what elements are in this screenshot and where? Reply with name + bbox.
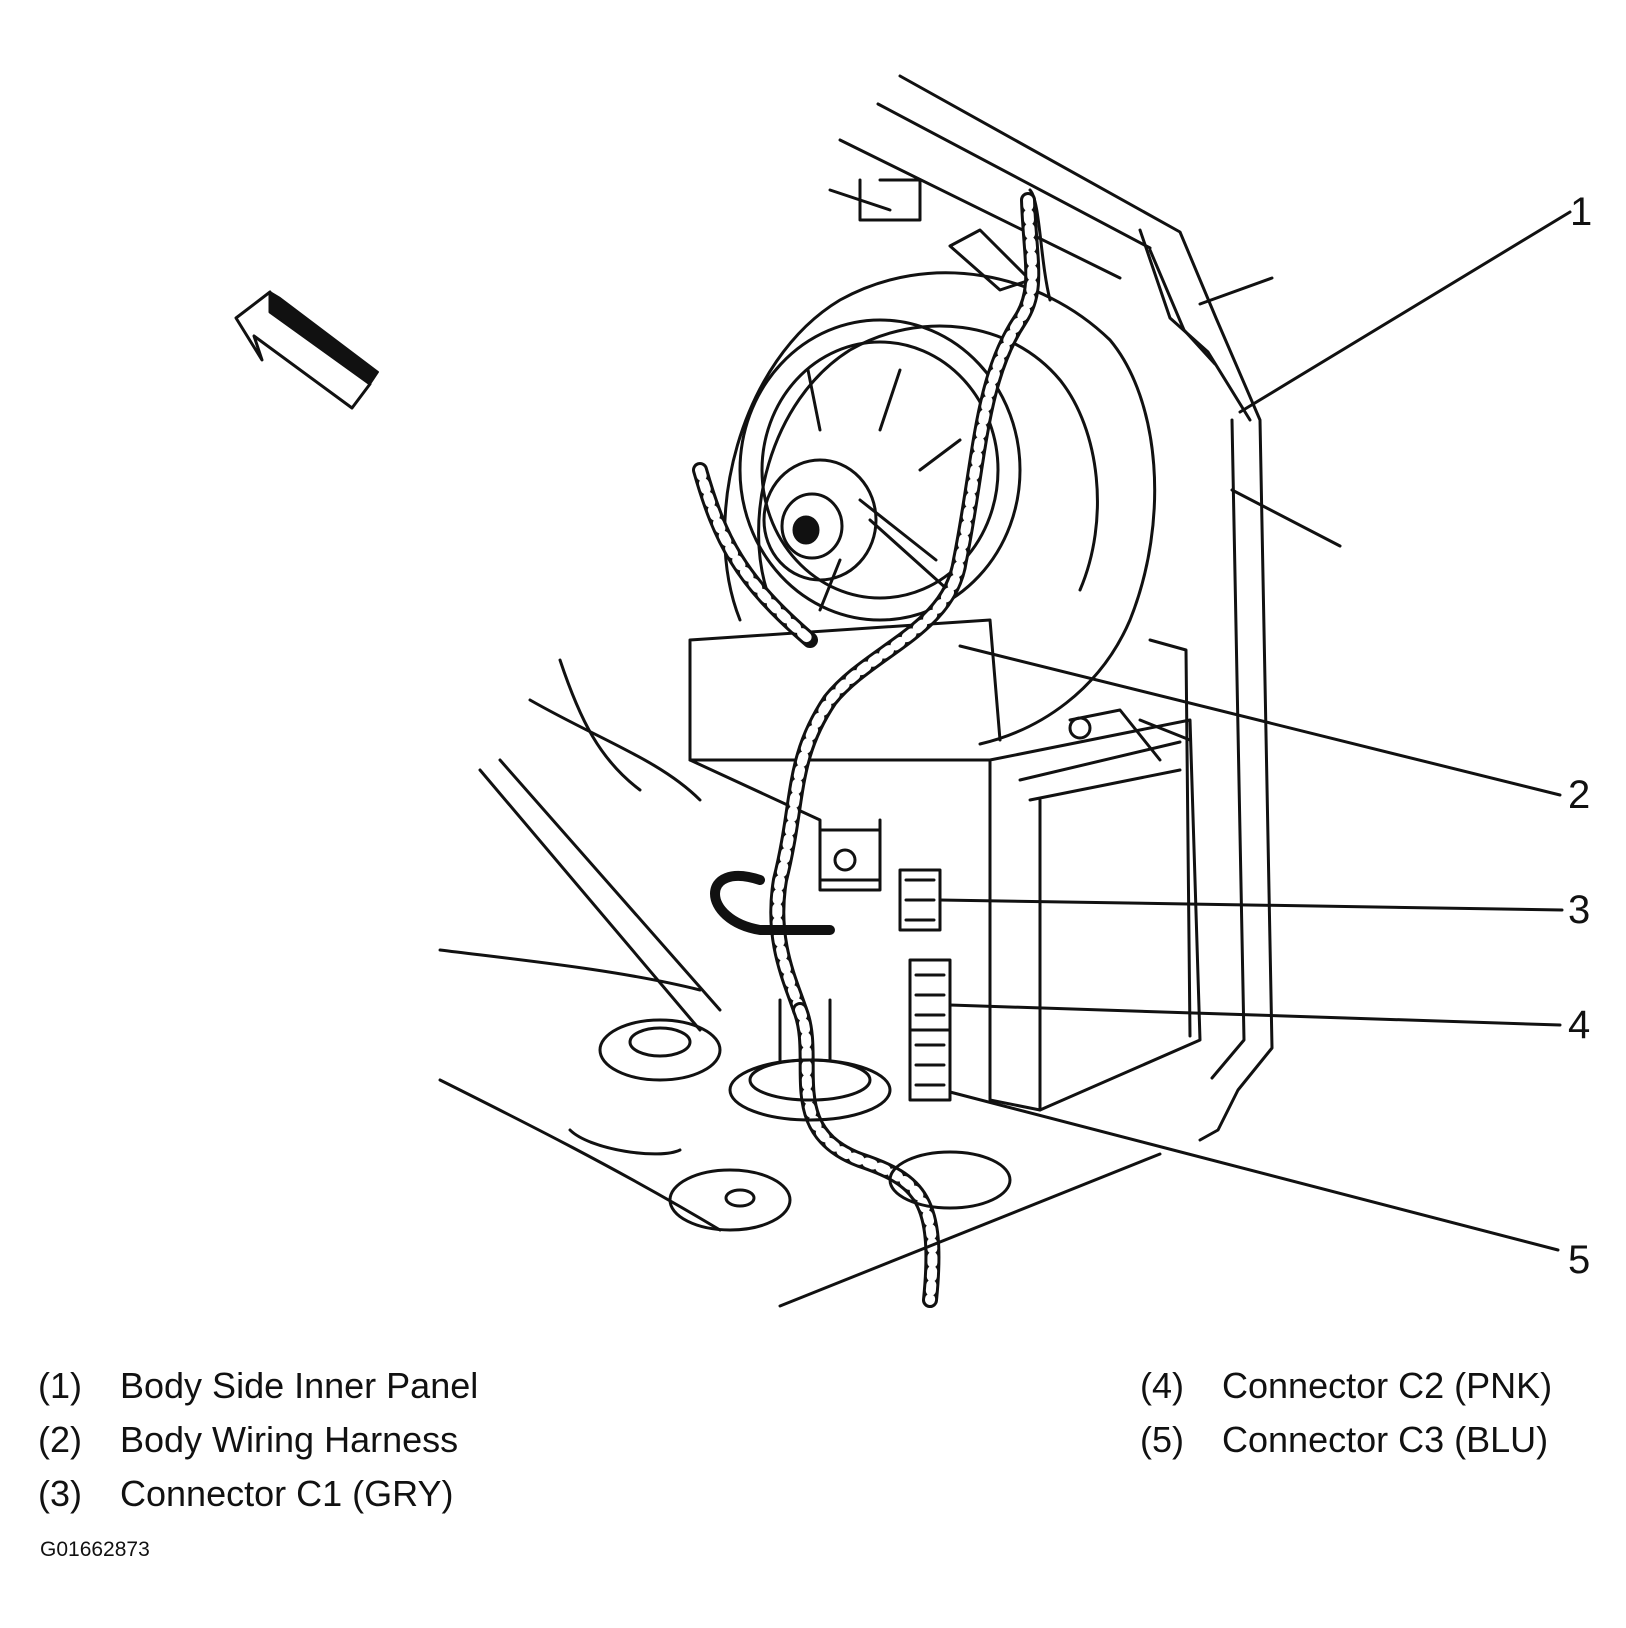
legend-item-1: (1) Body Side Inner Panel <box>38 1366 478 1406</box>
legend-item-4: (4) Connector C2 (PNK) <box>1140 1366 1552 1406</box>
legend-item-3: (3) Connector C1 (GRY) <box>38 1474 453 1514</box>
legend-item-5: (5) Connector C3 (BLU) <box>1140 1420 1548 1460</box>
blower-motor <box>723 178 1157 746</box>
legend-num: (4) <box>1140 1365 1184 1406</box>
legend-label: Body Side Inner Panel <box>120 1365 479 1406</box>
section-line <box>778 1152 1162 1308</box>
legend-num: (3) <box>38 1473 82 1514</box>
control-module <box>688 618 1202 1112</box>
leader-lines <box>778 210 1572 1308</box>
leader-line-3 <box>938 898 1564 912</box>
callout-4: 4 <box>1568 1003 1591 1047</box>
connector-c3 <box>908 1028 952 1102</box>
wiring-location-diagram <box>234 74 1572 1308</box>
body-side-inner-panel <box>828 74 1342 1142</box>
callout-2: 2 <box>1568 773 1591 817</box>
leader-line-5 <box>948 1090 1560 1252</box>
legend-item-2: (2) Body Wiring Harness <box>38 1420 458 1460</box>
legend-label: Connector C1 (GRY) <box>120 1473 454 1514</box>
figure-id: G01662873 <box>40 1538 150 1561</box>
callout-3: 3 <box>1568 888 1591 932</box>
legend-label: Body Wiring Harness <box>120 1419 459 1460</box>
forward-arrow-icon <box>234 290 379 410</box>
connector-c1 <box>898 868 942 932</box>
callout-5: 5 <box>1568 1238 1591 1282</box>
leader-line-2 <box>958 644 1562 797</box>
legend-num: (1) <box>38 1365 82 1406</box>
connector-c2 <box>908 958 952 1032</box>
callout-1: 1 <box>1570 190 1593 234</box>
body-wiring-harness <box>692 192 1041 1308</box>
leader-line-1 <box>1238 210 1572 414</box>
legend-label: Connector C3 (BLU) <box>1222 1419 1549 1460</box>
leader-line-4 <box>948 1003 1562 1027</box>
floor-panel <box>438 658 1012 1232</box>
legend-num: (5) <box>1140 1419 1184 1460</box>
legend-label: Connector C2 (PNK) <box>1222 1365 1553 1406</box>
harness-grommet <box>728 998 892 1122</box>
legend-num: (2) <box>38 1419 82 1460</box>
